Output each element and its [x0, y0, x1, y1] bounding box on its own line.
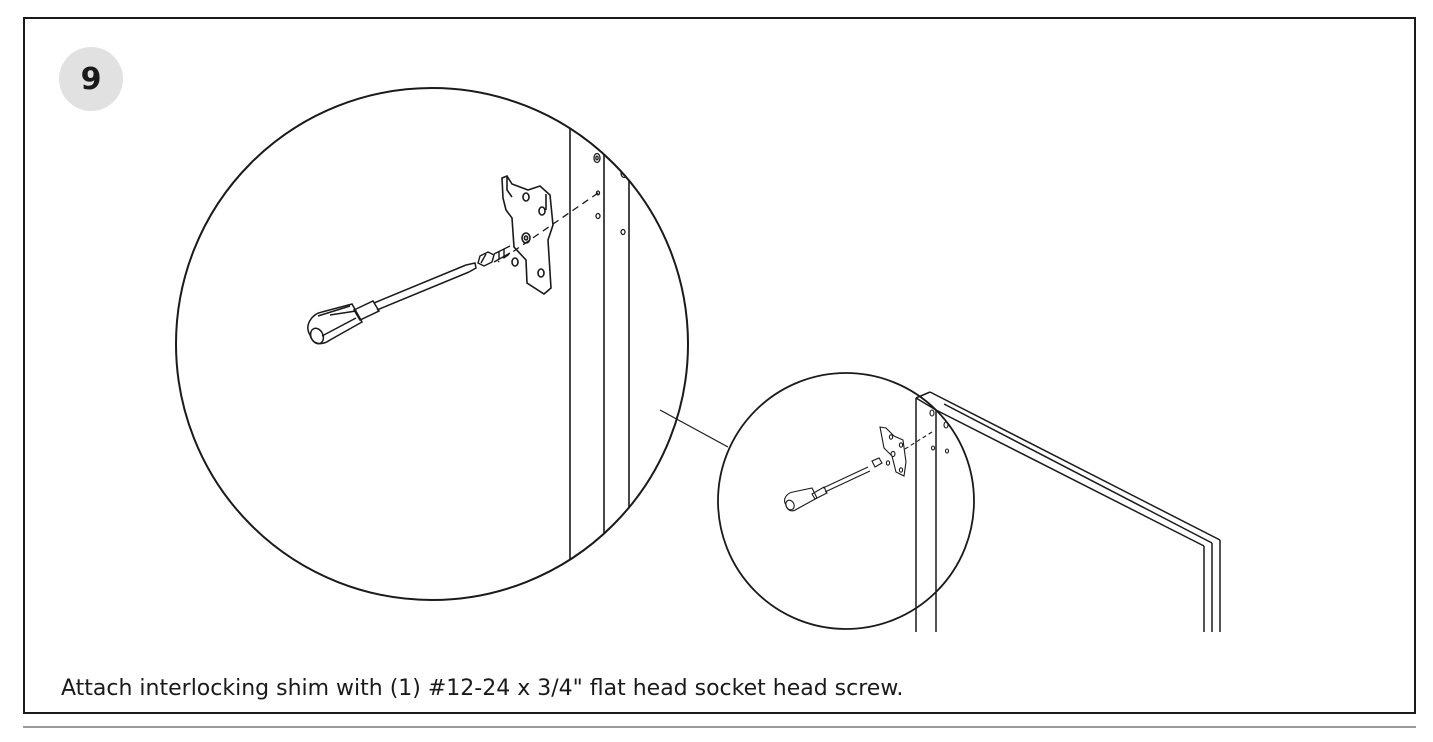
screw-icon: [477, 245, 511, 267]
cabinet-frame: [915, 391, 1221, 632]
overview-circle: [717, 372, 975, 630]
bottom-rule: [23, 726, 1416, 728]
instruction-panel: [23, 17, 1416, 714]
cabinet-panel: [569, 101, 640, 600]
step-number: 9: [80, 61, 102, 97]
detail-leader-line: [659, 409, 729, 448]
screwdriver-icon: [307, 262, 477, 345]
alignment-line: [497, 192, 599, 263]
detail-circle: [175, 87, 689, 601]
instruction-text: Attach interlocking shim with (1) #12-24…: [61, 676, 904, 701]
step-number-badge: 9: [59, 47, 123, 111]
interlocking-shim-icon: [501, 175, 554, 295]
